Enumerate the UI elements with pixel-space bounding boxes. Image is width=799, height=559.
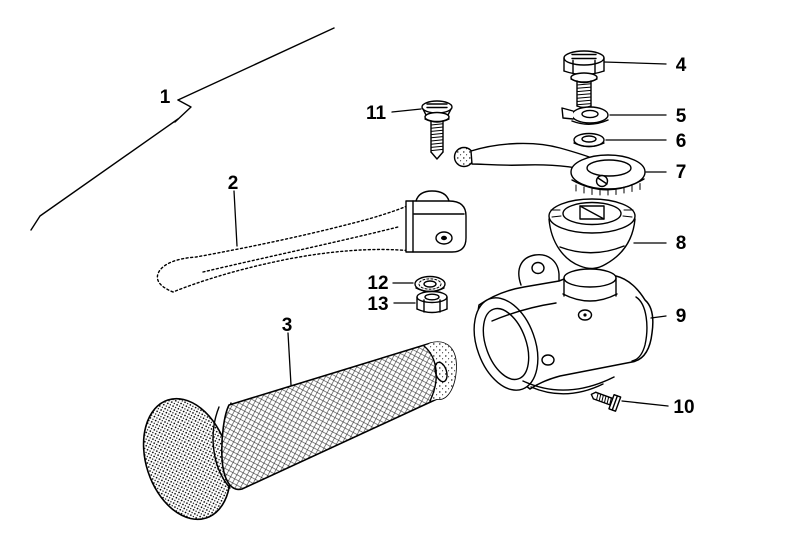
part-6-washer [573,132,605,148]
part-9-clamp-housing [473,254,654,395]
part-label-6: 6 [676,131,687,152]
part-label-2: 2 [228,173,239,194]
part-12-toothed-washer [414,275,446,293]
leader-lines [233,61,669,407]
part-4-bolt [563,50,605,109]
part-8-cup [548,198,636,270]
part-10-screw [590,391,622,412]
part-label-9: 9 [676,306,687,327]
part-label-1: 1 [160,87,171,108]
part-label-11: 11 [366,103,387,124]
part-label-12: 12 [367,273,388,294]
tab-hole [531,261,545,275]
part-5-tab-washer [561,106,609,125]
part-label-13: 13 [367,294,388,315]
part-label-4: 4 [676,55,687,76]
part-label-8: 8 [676,233,687,254]
part-3-grip [142,341,457,521]
part-1-handlebar-sketch [30,27,335,231]
part-label-3: 3 [282,315,293,336]
part-label-7: 7 [676,162,687,183]
part-number-labels: 1 2 3 4 5 6 7 8 9 10 11 12 13 [160,55,695,418]
part-7-lever-assembly [453,142,646,196]
grip-body [221,341,457,491]
part-11-bolt [421,100,453,160]
part-label-5: 5 [676,106,687,127]
part-2-hand-lever [156,190,467,293]
part-label-10: 10 [673,397,694,418]
part-13-hex-nut [416,290,448,314]
